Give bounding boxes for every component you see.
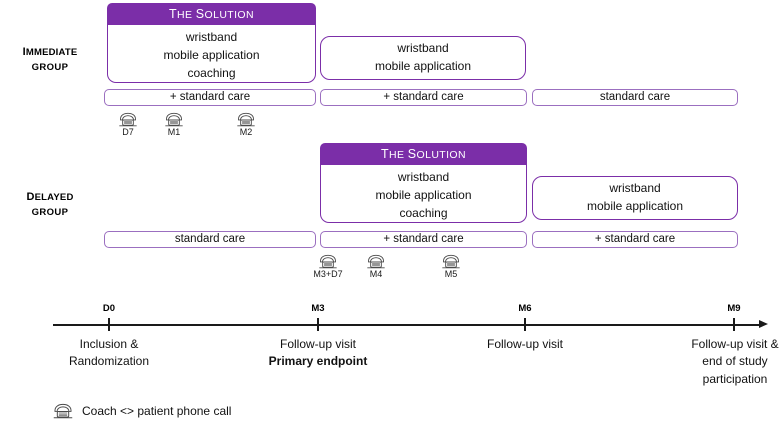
group-label-immediate: IMMEDIATE GROUP xyxy=(2,40,98,74)
phone-call-marker-m3-d7: M3+D7 xyxy=(308,254,348,279)
timeline-desc-line2-d0: Randomization xyxy=(68,354,150,369)
timeline-tick-desc-d0: Inclusion & Randomization xyxy=(19,336,199,371)
timeline-tick-desc-m3: Follow-up visit Primary endpoint xyxy=(228,336,408,371)
solution-line-coaching: coaching xyxy=(399,205,448,220)
timeline-tick-desc-m6: Follow-up visit xyxy=(435,336,615,353)
phone-call-marker-m4: M4 xyxy=(356,254,396,279)
solution-header-olution: OLUTION xyxy=(204,9,254,21)
timeline-desc-line1-m3: Follow-up visit xyxy=(279,337,357,351)
phone-call-label-m2: M2 xyxy=(239,127,253,137)
phone-call-marker-d7: D7 xyxy=(108,112,148,137)
solution-block-immediate: THE SOLUTION wristband mobile applicatio… xyxy=(107,3,316,83)
timeline-arrow-icon xyxy=(759,320,768,328)
phone-call-label-d7: D7 xyxy=(122,127,134,137)
timeline-tick-label-d0: D0 xyxy=(102,303,116,314)
timeline-desc-line3-m9: participation xyxy=(702,371,768,386)
timeline-tick-label-m9: M9 xyxy=(727,303,741,314)
solution-body-delayed: wristband mobile application coaching xyxy=(320,165,527,223)
legend-text: Coach <> patient phone call xyxy=(82,404,232,418)
timeline-tick-d0 xyxy=(108,318,110,331)
solution-header-immediate: THE SOLUTION xyxy=(107,3,316,25)
treatment-box-immediate-2: wristband mobile application xyxy=(320,36,526,80)
timeline-axis xyxy=(53,324,760,326)
phone-call-label-m3-d7: M3+D7 xyxy=(313,269,343,279)
group-label-delayed: DELAYED GROUP xyxy=(2,185,98,219)
solution-header-t: T xyxy=(169,7,178,21)
timeline-tick-desc-m9: Follow-up visit & end of study participa… xyxy=(645,336,780,388)
phone-icon xyxy=(442,254,460,269)
treatment-box-delayed-3: wristband mobile application xyxy=(532,176,738,220)
legend: Coach <> patient phone call xyxy=(52,403,231,419)
timeline-desc-line1-d0: Inclusion & xyxy=(79,337,139,351)
solution-header-s: S xyxy=(195,7,205,21)
care-bar-immediate-2: + standard care xyxy=(320,89,527,106)
group-label-delayed-rest: ELAYED xyxy=(34,192,74,203)
treatment-line-wristband: wristband xyxy=(397,41,449,56)
care-bar-delayed-2: + standard care xyxy=(320,231,527,248)
phone-icon xyxy=(53,403,73,419)
group-label-delayed-line2: GROUP xyxy=(31,206,69,218)
phone-icon xyxy=(165,112,183,127)
phone-call-label-m4: M4 xyxy=(369,269,383,279)
phone-icon xyxy=(367,254,385,269)
timeline-tick-m9 xyxy=(733,318,735,331)
solution-header-he: HE xyxy=(389,149,405,161)
timeline-desc-bold-m3: Primary endpoint xyxy=(268,354,368,369)
group-label-immediate-line2: GROUP xyxy=(31,61,69,73)
group-label-immediate-rest: MMEDIATE xyxy=(25,47,78,58)
solution-body-immediate: wristband mobile application coaching xyxy=(107,25,316,83)
solution-header-delayed: THE SOLUTION xyxy=(320,143,527,165)
phone-icon xyxy=(119,112,137,127)
care-bar-immediate-3: standard care xyxy=(532,89,738,106)
care-bar-immediate-1: + standard care xyxy=(104,89,316,106)
phone-icon xyxy=(319,254,337,269)
care-bar-delayed-3: + standard care xyxy=(532,231,738,248)
solution-line-wristband: wristband xyxy=(397,170,450,184)
group-label-immediate-lead: I xyxy=(22,46,26,58)
solution-line-mobile-application: mobile application xyxy=(163,47,260,62)
solution-header-he: HE xyxy=(177,9,193,21)
treatment-line-mobile-application: mobile application xyxy=(586,199,684,213)
timeline-desc-line2-m9: end of study xyxy=(702,354,768,369)
phone-call-marker-m2: M2 xyxy=(226,112,266,137)
group-label-delayed-lead: D xyxy=(26,191,35,203)
timeline-desc-line1-m6: Follow-up visit xyxy=(486,337,564,351)
phone-call-label-m1: M1 xyxy=(167,127,181,137)
phone-call-marker-m1: M1 xyxy=(154,112,194,137)
solution-line-wristband: wristband xyxy=(185,30,238,44)
treatment-line-wristband: wristband xyxy=(609,181,661,196)
timeline-tick-label-m6: M6 xyxy=(518,303,532,314)
phone-call-marker-m5: M5 xyxy=(431,254,471,279)
timeline-desc-line1-m9: Follow-up visit & xyxy=(691,337,779,351)
solution-header-t: T xyxy=(381,147,390,161)
phone-icon xyxy=(237,112,255,127)
timeline-tick-m6 xyxy=(524,318,526,331)
timeline-tick-m3 xyxy=(317,318,319,331)
solution-line-mobile-application: mobile application xyxy=(375,187,472,202)
solution-line-coaching: coaching xyxy=(187,65,236,80)
solution-block-delayed: THE SOLUTION wristband mobile applicatio… xyxy=(320,143,527,223)
care-bar-delayed-1: standard care xyxy=(104,231,316,248)
solution-header-olution: OLUTION xyxy=(416,149,466,161)
solution-header-s: S xyxy=(407,147,417,161)
timeline-tick-label-m3: M3 xyxy=(311,303,325,314)
phone-call-label-m5: M5 xyxy=(444,269,458,279)
treatment-line-mobile-application: mobile application xyxy=(374,59,472,73)
